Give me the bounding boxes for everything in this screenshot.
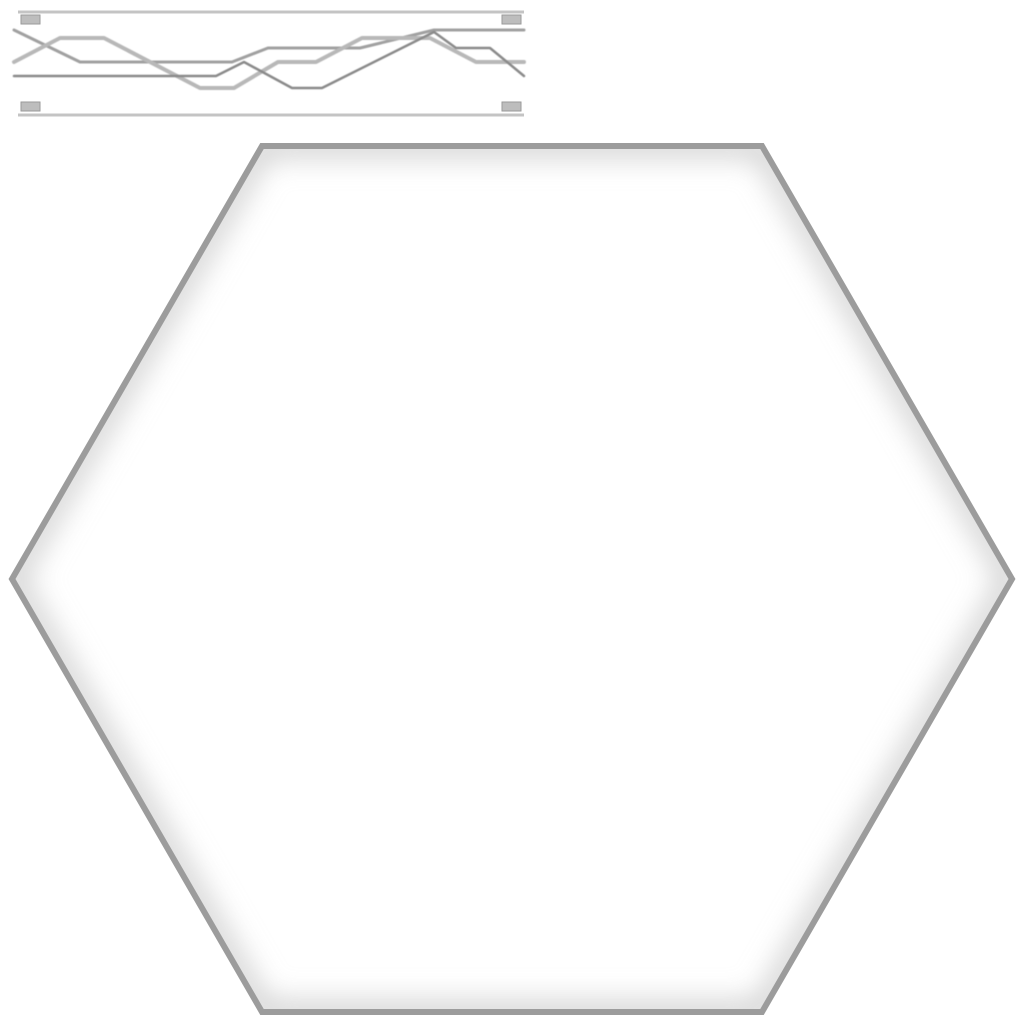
- hexagon-outline: [8, 143, 1016, 1015]
- track-line-3: [12, 30, 526, 90]
- hexagon-fill: [12, 146, 1012, 1012]
- tab-bottom-right: [501, 101, 522, 112]
- tab-top-right: [501, 14, 522, 25]
- tab-bottom-left: [20, 101, 41, 112]
- hexagon-frame: [8, 143, 1016, 1015]
- rail-strip: [12, 10, 526, 117]
- track-line-1: [12, 28, 526, 64]
- track-line-2: [12, 36, 526, 90]
- tab-top-left: [20, 14, 41, 25]
